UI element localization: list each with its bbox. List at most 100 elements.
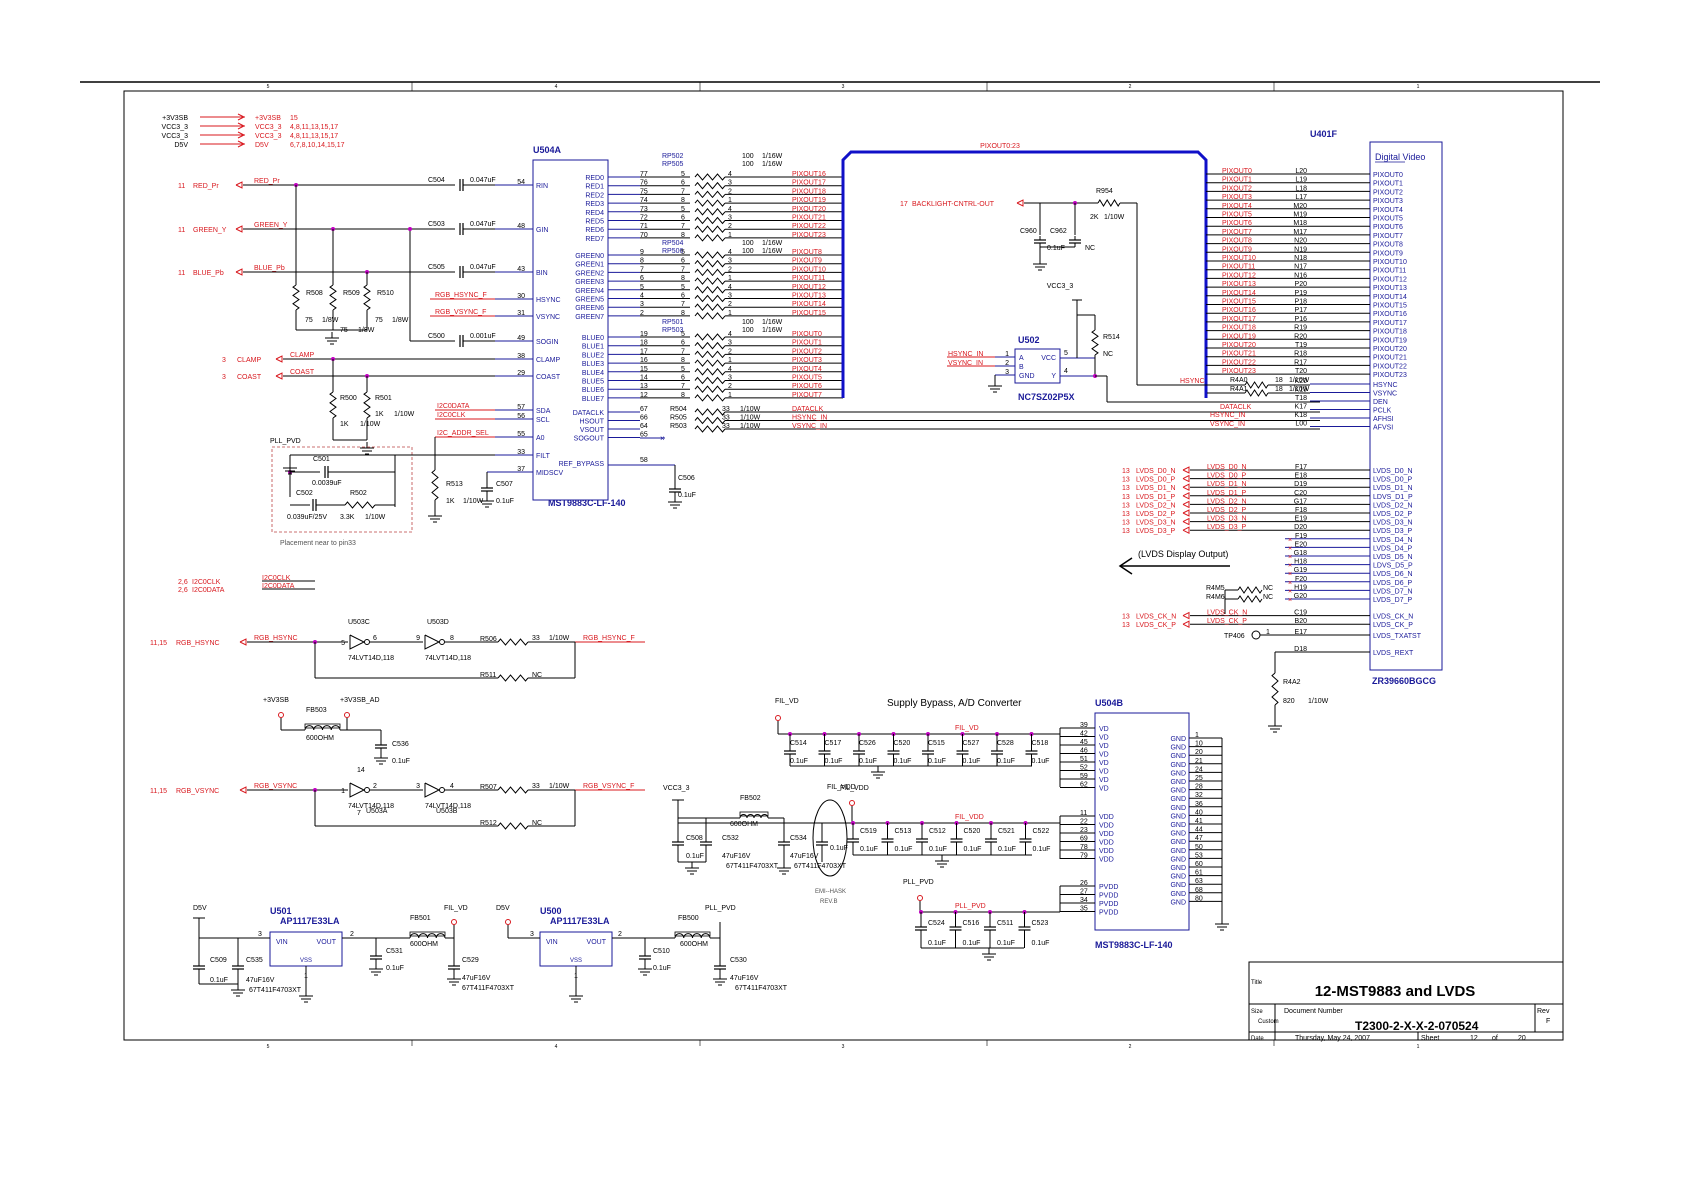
port-arrow-icon [1182, 611, 1190, 620]
rp-val: 100 [742, 240, 754, 247]
pin-number: 35 [1080, 906, 1088, 913]
cap-ref: C526 [859, 740, 876, 747]
cap-val: 0.1uF [929, 846, 947, 853]
no-connect-icon: × [1288, 597, 1292, 604]
pixout-net-label: PIXOUT12 [1222, 272, 1256, 279]
resistor-icon [694, 199, 726, 207]
ball-number: F19 [1295, 533, 1307, 540]
pixout-net-label: PIXOUT14 [1222, 290, 1256, 297]
ball-number: M18 [1293, 220, 1307, 227]
pixout-net-label: PIXOUT13 [1222, 281, 1256, 288]
net-label: VSYNC_IN [1210, 421, 1245, 428]
resistor-icon [363, 391, 371, 419]
pin-name: GND [1170, 865, 1186, 872]
pin-name: B [1019, 364, 1024, 371]
cap-ref: C530 [730, 957, 747, 964]
resistor-icon [694, 190, 726, 199]
pin-name: PIXOUT12 [1373, 276, 1407, 283]
ruler-mark: 2 [1129, 1044, 1132, 1050]
pin-name: BLUE1 [582, 344, 604, 351]
fb-val: 600OHM [730, 821, 758, 828]
net-label: FIL_VD [955, 725, 979, 732]
r502-val: 3.3K [340, 514, 355, 521]
u502-part: NC7SZ02P5X [1018, 392, 1075, 402]
output-port: LVDS_D2_N [1136, 502, 1176, 509]
pin-number: 52 [1080, 765, 1088, 772]
pin-number: 7 [357, 810, 361, 817]
pin-name: PIXOUT2 [1373, 189, 1403, 196]
input-cap-ref: C504 [428, 177, 445, 184]
pixout-net-label: PIXOUT4 [792, 366, 822, 373]
pin-name: GREEN2 [575, 270, 604, 277]
rp-val: 100 [742, 248, 754, 255]
ball-number: D18 [1294, 646, 1307, 653]
buffer-ref: U503A [366, 808, 388, 815]
resistor-icon [694, 277, 726, 285]
ball-number: F17 [1295, 464, 1307, 471]
pin-name: CLAMP [536, 357, 560, 364]
rn-pin: 4 [728, 171, 732, 178]
inverter-bubble-icon [439, 639, 445, 645]
pin-name: A0 [536, 435, 545, 442]
cap-ref: C514 [790, 740, 807, 747]
rn-pin: 7 [681, 383, 685, 390]
ball-number: K20 [1295, 378, 1308, 385]
port-sheet: 11 [178, 183, 185, 190]
ball-number: T18 [1295, 395, 1307, 402]
net-label: LVDS_D1_P [1207, 490, 1247, 497]
fb-ref: FB503 [306, 707, 327, 714]
pin-number: 63 [1195, 878, 1203, 885]
pin-name: RED5 [585, 219, 604, 226]
pin-name: VDD [1099, 814, 1114, 821]
rn-pin: 6 [681, 215, 685, 222]
pin-number: 1 [341, 788, 345, 795]
output-port: LVDS_D0_N [1136, 468, 1176, 475]
port-arrow-icon [1182, 483, 1190, 492]
rn-pin: 8 [681, 392, 685, 399]
pin-name: REF_BYPASS [559, 461, 605, 468]
pin-name: SOGOUT [574, 436, 605, 443]
pin-name: GND [1170, 882, 1186, 889]
buffer-part: 74LVT14D,118 [425, 803, 471, 810]
rp-power: 1/16W [762, 161, 783, 168]
pin-name: GND [1170, 788, 1186, 795]
net-label: I2C0DATA [437, 403, 470, 410]
pixout-net-label: PIXOUT10 [792, 266, 826, 273]
cap-val: 0.1uF [963, 940, 981, 947]
pin-name: GND [1170, 770, 1186, 777]
pin-name: RED1 [585, 184, 604, 191]
pin-name: RED6 [585, 227, 604, 234]
series-r-power: 1/10W [740, 406, 761, 413]
rn-pin: 2 [728, 348, 732, 355]
no-connect-icon: × [1288, 571, 1292, 578]
resistor-icon [694, 234, 726, 242]
cap-ref: C524 [928, 920, 945, 927]
pixout-net-label: PIXOUT21 [1222, 351, 1256, 358]
series-r-power: 1/10W [549, 635, 570, 642]
pin-name: GND [1170, 762, 1186, 769]
port-sheet: 13 [1122, 502, 1130, 509]
r500-ref: R500 [340, 395, 357, 402]
resistor-icon [497, 638, 529, 646]
pin-number: 69 [1080, 836, 1088, 843]
pin-name: LVDS_D2_P [1373, 511, 1413, 518]
ferrite-bead-icon [674, 933, 711, 939]
buffer-part: 74LVT14D,118 [348, 803, 394, 810]
cap-val: 0.1uF [386, 965, 404, 972]
tb-size-label: Size [1251, 1009, 1263, 1015]
ball-number: L17 [1295, 194, 1307, 201]
r954-ref: R954 [1096, 188, 1113, 195]
pin-name: COAST [536, 374, 561, 381]
ball-number: N19 [1294, 246, 1307, 253]
pin-name: LVDS_D3_N [1373, 520, 1413, 527]
pin-number: 1 [574, 973, 578, 980]
power-port-icon [278, 712, 284, 718]
pin-name: PIXOUT20 [1373, 346, 1407, 353]
arrow-icon [237, 113, 246, 121]
ball-number: K19 [1295, 387, 1308, 394]
net-label: FIL_VDD [955, 814, 984, 821]
series-r-ref: R505 [670, 415, 687, 422]
pin-number: 54 [517, 179, 525, 186]
tb-title-label: Title [1251, 980, 1263, 986]
port-sheet: 13 [1122, 614, 1130, 621]
